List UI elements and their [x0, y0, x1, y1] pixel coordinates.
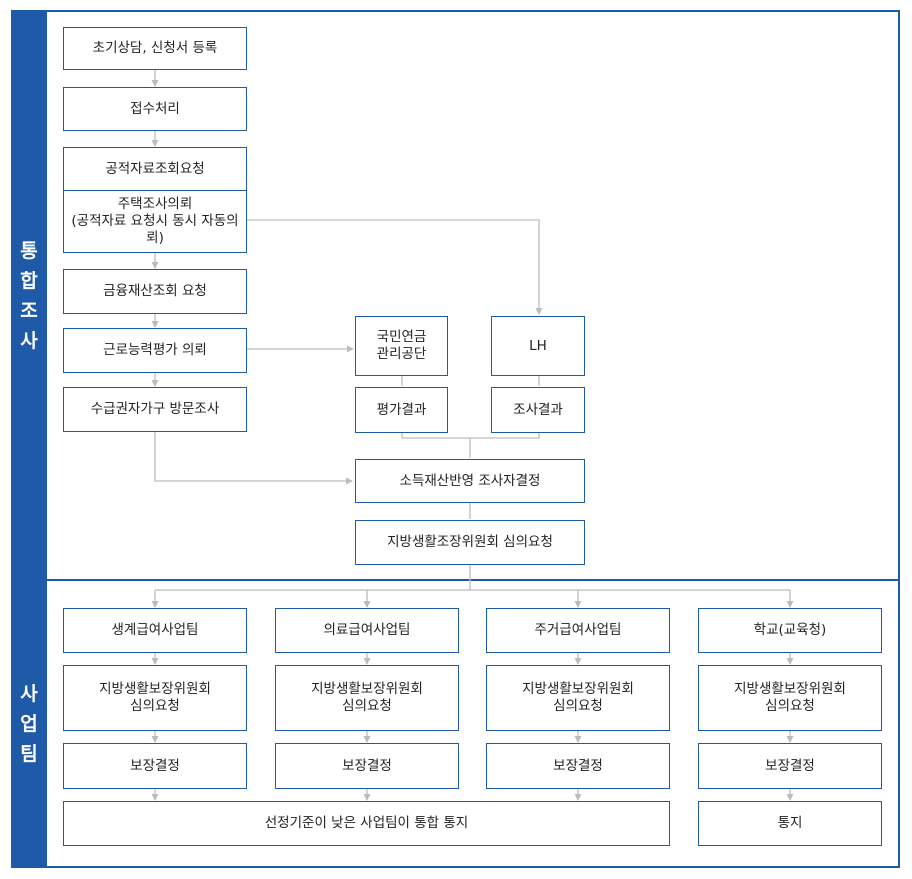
team-committee-review: 지방생활보장위원회 심의요청 [275, 665, 459, 731]
section-label-business-team: 사업팀 [11, 579, 47, 868]
team-guarantee-decision: 보장결정 [275, 743, 459, 789]
box-label: 보장결정 [553, 757, 603, 774]
step-public-data-request: 공적자료조회요청 [63, 147, 247, 191]
box-label: 조사결과 [513, 401, 563, 418]
step-initial-consult: 초기상담, 신청서 등록 [63, 27, 247, 70]
box-label: 지방생활보장위원회 심의요청 [99, 681, 211, 714]
team-guarantee-decision: 보장결정 [63, 743, 247, 789]
section-label-text: 사업팀 [20, 682, 38, 765]
income-asset-decision: 소득재산반영 조사자결정 [355, 459, 585, 503]
section-divider [11, 579, 900, 581]
box-label: 공적자료조회요청 [105, 160, 205, 177]
box-label: 선정기준이 낮은 사업팀이 통합 통지 [264, 815, 469, 831]
box-label: 주택조사의뢰 (공적자료 요청시 동시 자동의뢰) [71, 196, 239, 246]
team-committee-review: 지방생활보장위원회 심의요청 [698, 665, 882, 731]
box-label: 접수처리 [130, 100, 180, 117]
step-receipt: 접수처리 [63, 87, 247, 131]
box-label: 초기상담, 신청서 등록 [92, 40, 218, 56]
box-label: 주거급여사업팀 [534, 622, 622, 638]
box-label: 보장결정 [765, 757, 815, 774]
section-label-text: 통합조사 [20, 239, 38, 352]
team-guarantee-decision: 보장결정 [698, 743, 882, 789]
team-name: 생계급여사업팀 [63, 608, 247, 653]
team-committee-review: 지방생활보장위원회 심의요청 [63, 665, 247, 731]
agency-nps: 국민연금 관리공단 [355, 316, 448, 376]
nps-result: 평가결과 [355, 387, 448, 433]
box-label: 국민연금 관리공단 [376, 329, 427, 362]
box-label: 학교(교육청) [753, 622, 827, 638]
box-label: 근로능력평가 의뢰 [103, 342, 207, 358]
step-financial-asset-inquiry: 금융재산조회 요청 [63, 269, 247, 314]
box-label: 지방생활보장위원회 심의요청 [734, 681, 846, 714]
box-label: LH [529, 337, 547, 354]
section-label-integrated-survey: 통합조사 [11, 10, 47, 581]
box-label: 평가결과 [376, 401, 427, 418]
box-label: 생계급여사업팀 [111, 622, 199, 638]
box-label: 보장결정 [130, 757, 180, 774]
step-housing-survey: 주택조사의뢰 (공적자료 요청시 동시 자동의뢰) [63, 190, 247, 253]
box-label: 의료급여사업팀 [323, 622, 411, 638]
box-label: 지방생활보장위원회 심의요청 [522, 681, 634, 714]
box-label: 지방생활보장위원회 심의요청 [311, 681, 423, 714]
team-name: 주거급여사업팀 [486, 608, 670, 653]
box-label: 통지 [777, 815, 803, 831]
team-name: 의료급여사업팀 [275, 608, 459, 653]
team-guarantee-decision: 보장결정 [486, 743, 670, 789]
box-label: 수급권자가구 방문조사 [90, 401, 220, 417]
box-label: 소득재산반영 조사자결정 [399, 472, 541, 489]
committee-review-request: 지방생활조장위원회 심의요청 [355, 520, 585, 565]
school-notice: 통지 [698, 801, 882, 846]
box-label: 보장결정 [342, 757, 392, 774]
box-label: 지방생활조장위원회 심의요청 [387, 534, 553, 550]
team-committee-review: 지방생활보장위원회 심의요청 [486, 665, 670, 731]
step-home-visit: 수급권자가구 방문조사 [63, 387, 247, 432]
lh-result: 조사결과 [491, 387, 585, 433]
box-label: 금융재산조회 요청 [103, 283, 207, 299]
integrated-notice: 선정기준이 낮은 사업팀이 통합 통지 [63, 801, 670, 846]
step-work-ability-assessment: 근로능력평가 의뢰 [63, 328, 247, 373]
agency-lh: LH [491, 316, 585, 376]
team-name: 학교(교육청) [698, 608, 882, 653]
